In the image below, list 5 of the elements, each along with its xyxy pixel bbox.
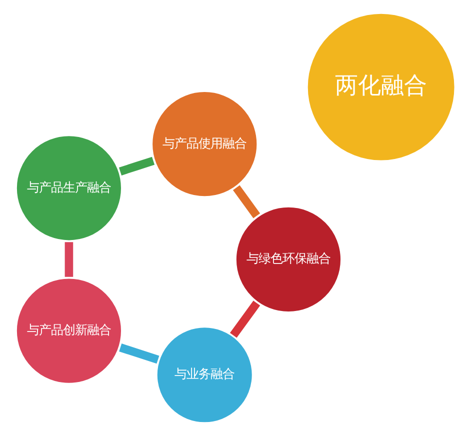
connector — [64, 242, 73, 277]
connector — [232, 185, 260, 218]
connector — [118, 344, 159, 364]
connector — [118, 156, 154, 176]
connector — [229, 300, 260, 338]
